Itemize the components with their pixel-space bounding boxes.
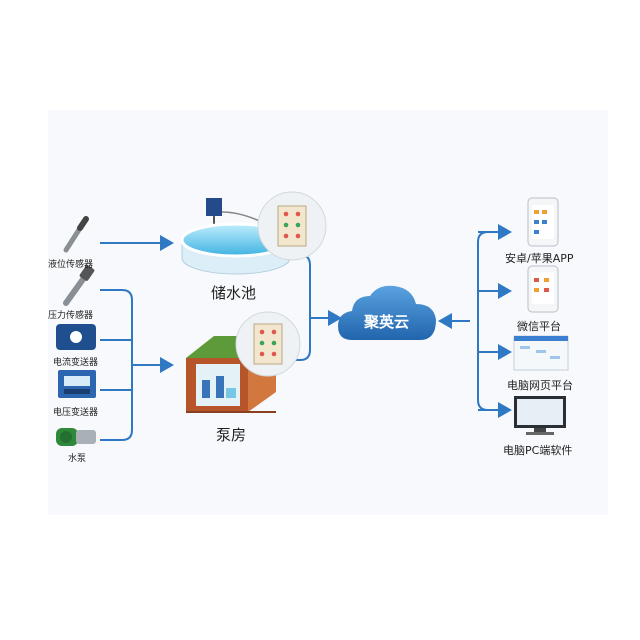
platform-label-pc: 电脑PC端软件 <box>503 444 573 457</box>
pressure-sensor-icon <box>63 265 95 306</box>
cloud-icon <box>338 285 436 340</box>
sensor-label-current: 电流变送器 <box>53 358 99 368</box>
pumphouse-control-box-icon <box>235 311 301 377</box>
sensor-label-level: 液位传感器 <box>48 260 94 270</box>
connector-lines <box>100 224 512 441</box>
water-pump-icon <box>56 428 96 446</box>
pc-software-icon <box>514 396 566 435</box>
voltage-transmitter-icon <box>58 370 96 398</box>
connector-sensor-bus <box>100 289 133 441</box>
sensor-label-pump: 水泵 <box>68 454 87 464</box>
wechat-platform-icon <box>527 265 559 313</box>
level-sensor-icon <box>63 216 89 253</box>
platform-label-wechat: 微信平台 <box>517 320 561 333</box>
mobile-app-icon <box>527 197 559 247</box>
facility-label-tank: 储水池 <box>211 284 257 302</box>
facility-label-pumphouse: 泵房 <box>216 426 247 444</box>
sensor-label-pressure: 压力传感器 <box>48 311 94 321</box>
sensor-label-voltage: 电压变送器 <box>53 408 99 418</box>
tank-control-box-icon <box>257 191 327 261</box>
cloud-label: 聚英云 <box>364 313 410 331</box>
platform-label-web: 电脑网页平台 <box>507 379 573 392</box>
platform-label-app: 安卓/苹果APP <box>505 252 574 265</box>
web-platform-icon <box>513 335 569 371</box>
current-transmitter-icon <box>56 324 96 350</box>
